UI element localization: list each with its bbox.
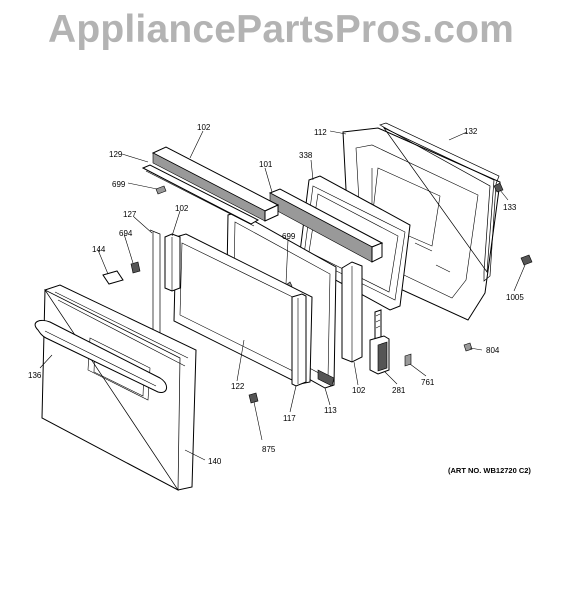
callout-102-top: 102 [197, 123, 211, 132]
callout-875: 875 [262, 445, 276, 454]
part-133-clip [493, 182, 504, 193]
part-144-plug [102, 270, 124, 285]
callout-112: 112 [314, 128, 327, 137]
part-1005-clip [520, 254, 533, 266]
callout-122: 122 [231, 382, 245, 391]
callout-labels: 102 129 699 127 102 694 144 136 140 122 … [28, 123, 524, 466]
callout-804: 804 [486, 346, 500, 355]
part-102-right-strip [341, 261, 363, 363]
part-804-screw [463, 342, 473, 352]
callout-699-left: 699 [112, 180, 126, 189]
callout-136: 136 [28, 371, 42, 380]
watermark: AppliancePartsPros.com [47, 8, 515, 51]
callout-1005: 1005 [506, 293, 524, 302]
callout-699-right: 699 [282, 232, 296, 241]
part-699-screw-a [155, 185, 167, 195]
callout-694: 694 [119, 229, 133, 238]
callout-113: 113 [324, 406, 337, 415]
callout-144: 144 [92, 245, 106, 254]
callout-101: 101 [259, 160, 273, 169]
part-281-hinge [369, 309, 390, 375]
part-694-screw [130, 261, 141, 274]
callout-132: 132 [464, 127, 478, 136]
part-136-handle [34, 319, 167, 394]
part-140-outer-door [41, 284, 197, 492]
part-117-channel [291, 293, 307, 387]
callout-117: 117 [283, 414, 296, 423]
callout-129: 129 [109, 150, 123, 159]
part-875-screw [248, 392, 259, 404]
part-129-trim-strip [141, 164, 260, 227]
callout-102-right: 102 [352, 386, 366, 395]
callout-761: 761 [421, 378, 435, 387]
part-761-screw [404, 353, 412, 367]
callout-127: 127 [123, 210, 137, 219]
part-127-side-bracket [149, 229, 161, 341]
callout-338: 338 [299, 151, 313, 160]
leader-lines [39, 130, 526, 461]
art-number: (ART NO. WB12720 C2) [448, 466, 531, 475]
callout-133: 133 [503, 203, 517, 212]
part-132-gasket [379, 122, 500, 282]
part-102-top-strip [151, 146, 280, 222]
callout-102-left: 102 [175, 204, 189, 213]
part-102-left-strip [164, 233, 181, 292]
callout-281: 281 [392, 386, 406, 395]
callout-140: 140 [208, 457, 222, 466]
